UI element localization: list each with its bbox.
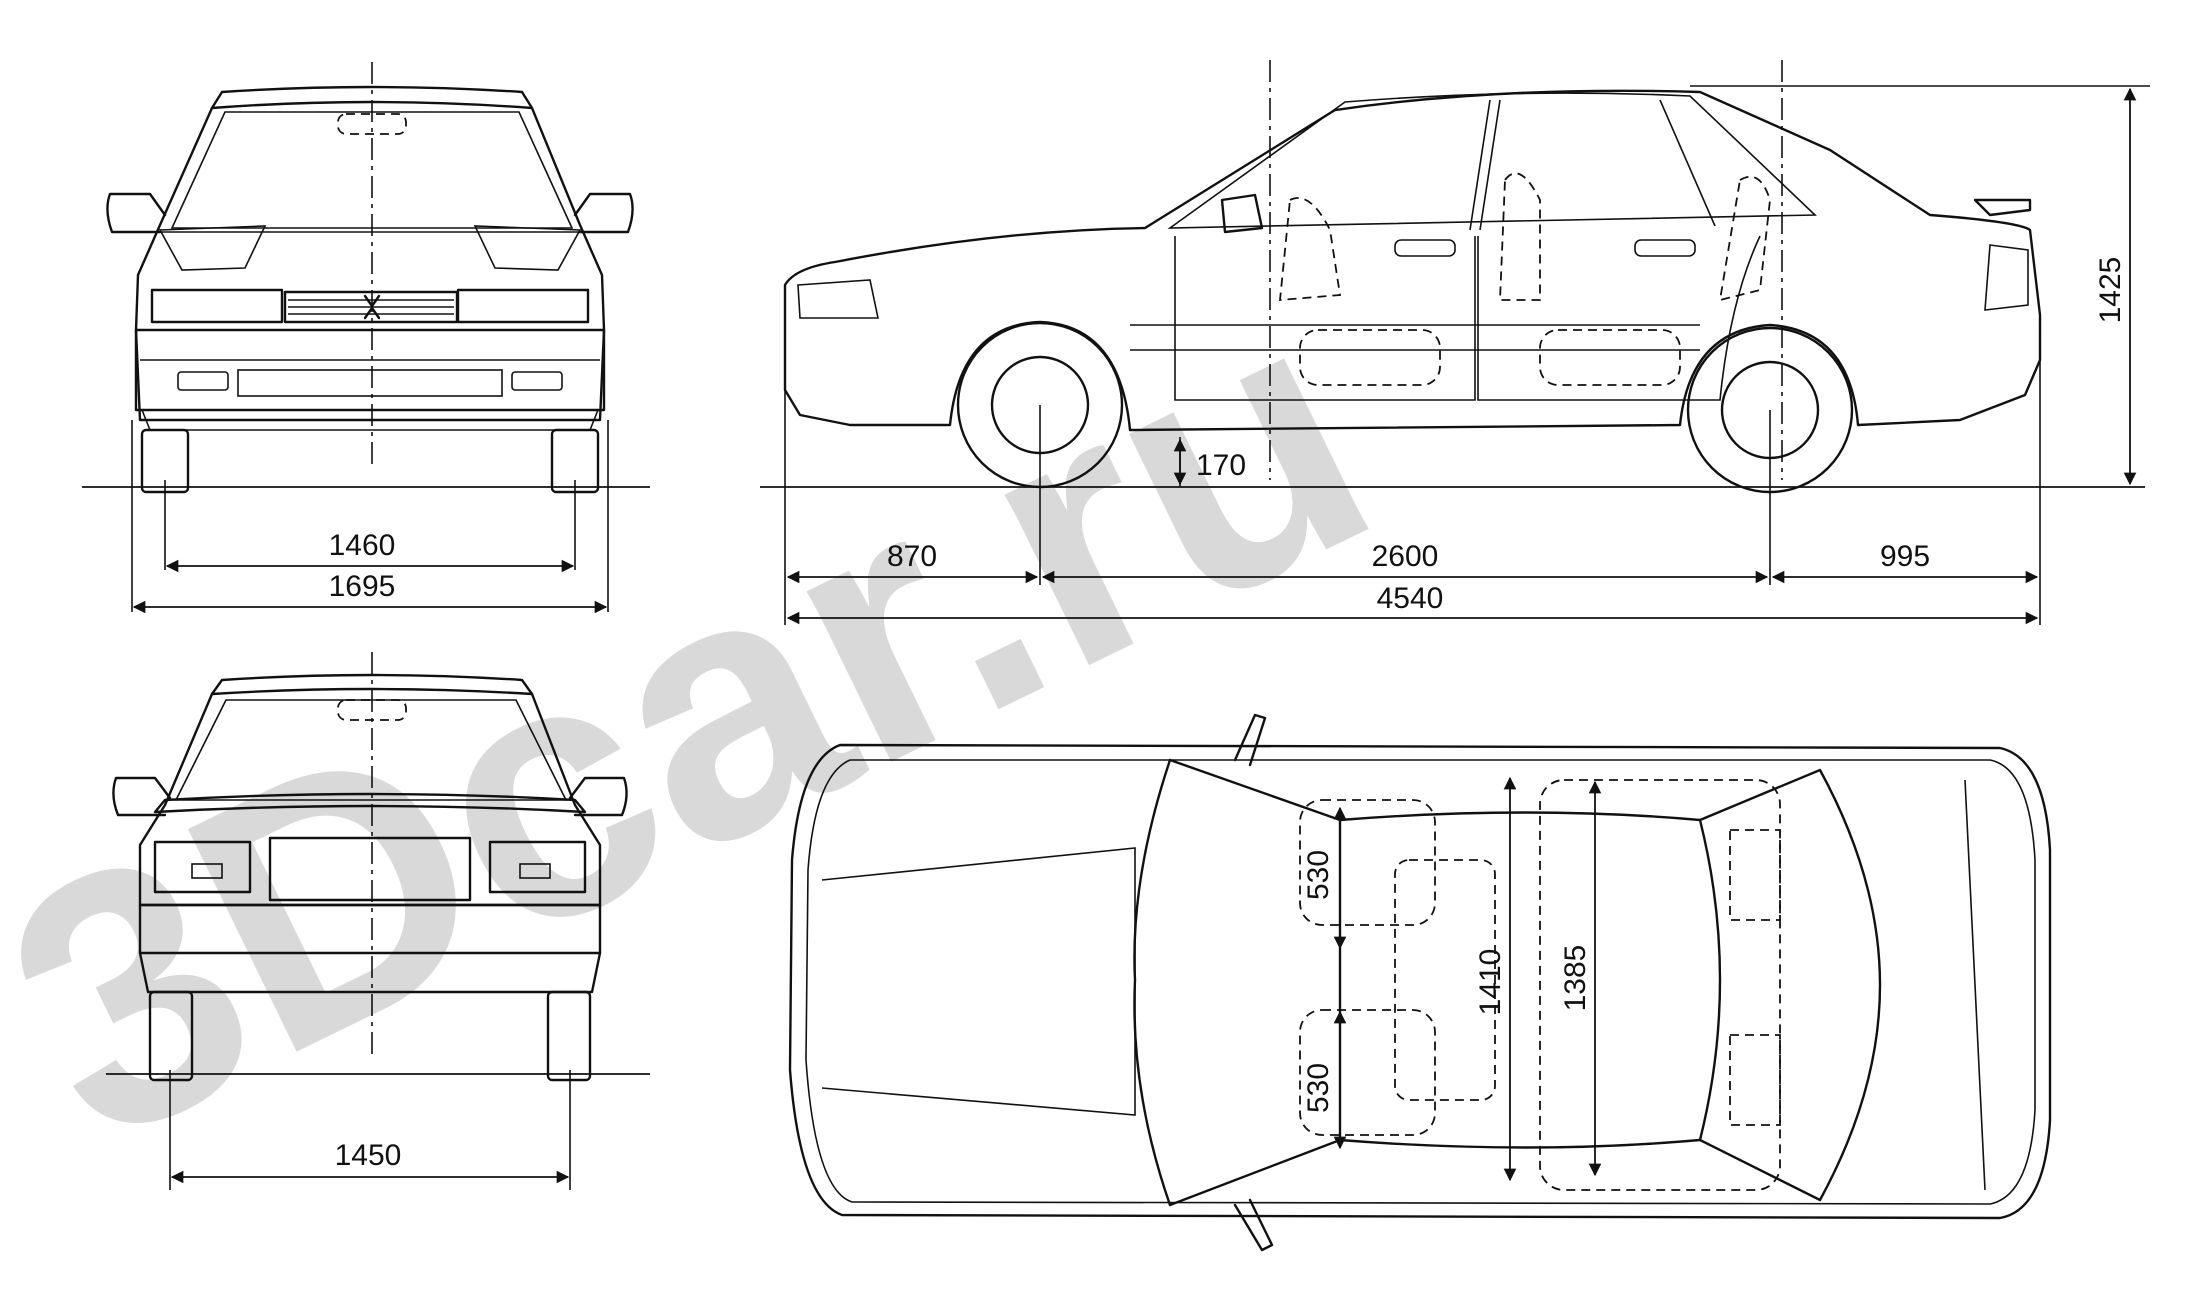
overall-height-label: 1425 xyxy=(2094,257,2127,324)
front-seat-width-left-label: 530 xyxy=(1302,850,1335,900)
overall-length-label: 4540 xyxy=(1377,582,1444,615)
interior-width-front-label: 1410 xyxy=(1474,949,1507,1016)
front-track-label: 1460 xyxy=(329,529,396,562)
interior-width-rear-label: 1385 xyxy=(1559,945,1592,1012)
wheelbase-label: 2600 xyxy=(1372,540,1439,573)
watermark-text: 3Dcar.ru xyxy=(0,226,1424,1219)
front-overhang-label: 870 xyxy=(887,540,937,573)
top-view: 530 530 1410 1385 xyxy=(788,713,2052,1252)
watermark: 3Dcar.ru xyxy=(0,226,1424,1219)
front-view: 1460 1695 xyxy=(82,62,650,614)
front-seat-width-right-label: 530 xyxy=(1302,1063,1335,1113)
rear-view: 1450 xyxy=(106,652,650,1190)
rear-overhang-label: 995 xyxy=(1880,540,1930,573)
ground-clearance-label: 170 xyxy=(1196,449,1246,482)
side-view: 170 870 2600 995 4540 1425 xyxy=(760,60,2150,625)
front-width-label: 1695 xyxy=(329,570,396,603)
rear-track-label: 1450 xyxy=(335,1139,402,1172)
